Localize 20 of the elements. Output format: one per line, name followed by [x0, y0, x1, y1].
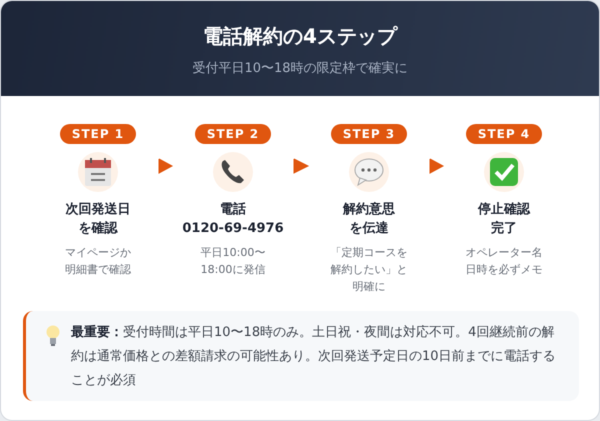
arrow [430, 158, 444, 174]
note-box [23, 311, 579, 401]
note-text: 最重要：受付時間は平日10〜18時のみ。土日祝・夜間は対応不可。4回継続前の解約は通常価格との差額請求の可能性あり。次回発送予定日の10日前までに電話することが必須 [71, 324, 557, 390]
step-title: 次回発送日を確認 [64, 201, 132, 238]
subtitle: 受付平日10〜18時の限定枠で確実に [191, 60, 409, 77]
step-badge: STEP 3 [330, 124, 408, 144]
arrow [158, 158, 174, 174]
step-description: オペレーター名日時を必ずメモ [464, 245, 544, 278]
step-badge: STEP 1 [60, 124, 136, 144]
arrow [294, 158, 310, 174]
step-title: 停止確認完了 [476, 201, 532, 238]
step-title: 電話 [219, 201, 247, 219]
step-description: 「定期コースを解約したい」と明確に [330, 245, 408, 295]
step-title: 0120-69-4976 [181, 220, 285, 238]
step-badge: STEP 4 [466, 124, 542, 144]
step-description: マイページか明細書で確認 [64, 245, 132, 278]
step-badge: STEP 2 [194, 124, 272, 144]
step-description: 平日10:00〜18:00に発信 [200, 245, 266, 278]
step-title: 解約意思を伝達 [342, 200, 396, 238]
title: 電話解約の4ステップ [202, 23, 399, 50]
